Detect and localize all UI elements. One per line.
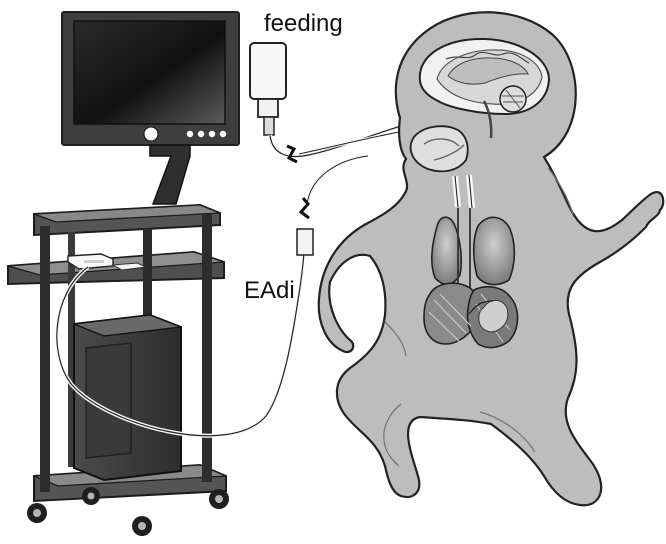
cart-wheel <box>82 487 100 505</box>
ventilator-monitor <box>62 12 239 204</box>
equipment-cart <box>8 205 229 536</box>
cart-wheel <box>209 489 229 509</box>
eadi-label: EAdi <box>244 279 295 303</box>
infant-figure <box>319 12 663 505</box>
cart-wheel <box>27 503 47 523</box>
feeding-label: feeding <box>264 12 343 36</box>
cart-wheel <box>132 516 152 536</box>
feeding-bottle <box>250 43 286 135</box>
